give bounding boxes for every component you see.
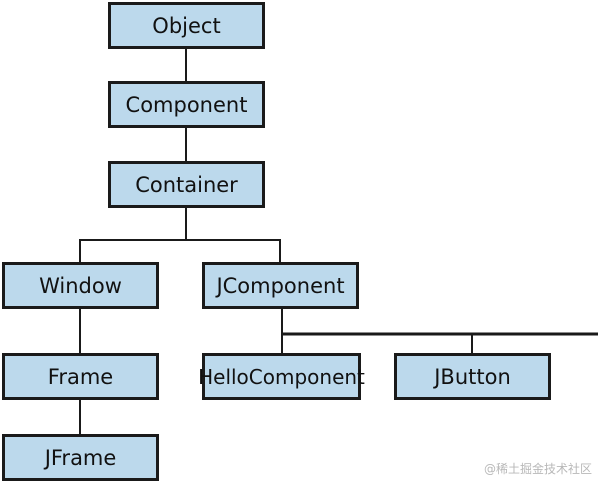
node-window: Window: [2, 262, 159, 309]
node-label: HelloComponent: [198, 364, 365, 389]
node-label: JComponent: [216, 273, 345, 298]
node-object: Object: [108, 2, 265, 49]
node-component: Component: [108, 81, 265, 128]
node-frame: Frame: [2, 353, 159, 400]
node-label: JFrame: [44, 445, 117, 470]
node-label: Object: [152, 13, 221, 38]
watermark: @稀土掘金技术社区: [483, 462, 592, 476]
node-jframe: JFrame: [2, 434, 159, 481]
node-jbutton: JButton: [394, 353, 551, 400]
node-label: Window: [39, 273, 122, 298]
node-jcomponent: JComponent: [202, 262, 359, 309]
node-label: Component: [125, 92, 248, 117]
node-hellocomponent: HelloComponent: [198, 353, 365, 400]
node-container: Container: [108, 161, 265, 208]
node-label: Container: [135, 172, 238, 197]
node-label: Frame: [47, 364, 114, 389]
node-label: JButton: [434, 364, 511, 389]
